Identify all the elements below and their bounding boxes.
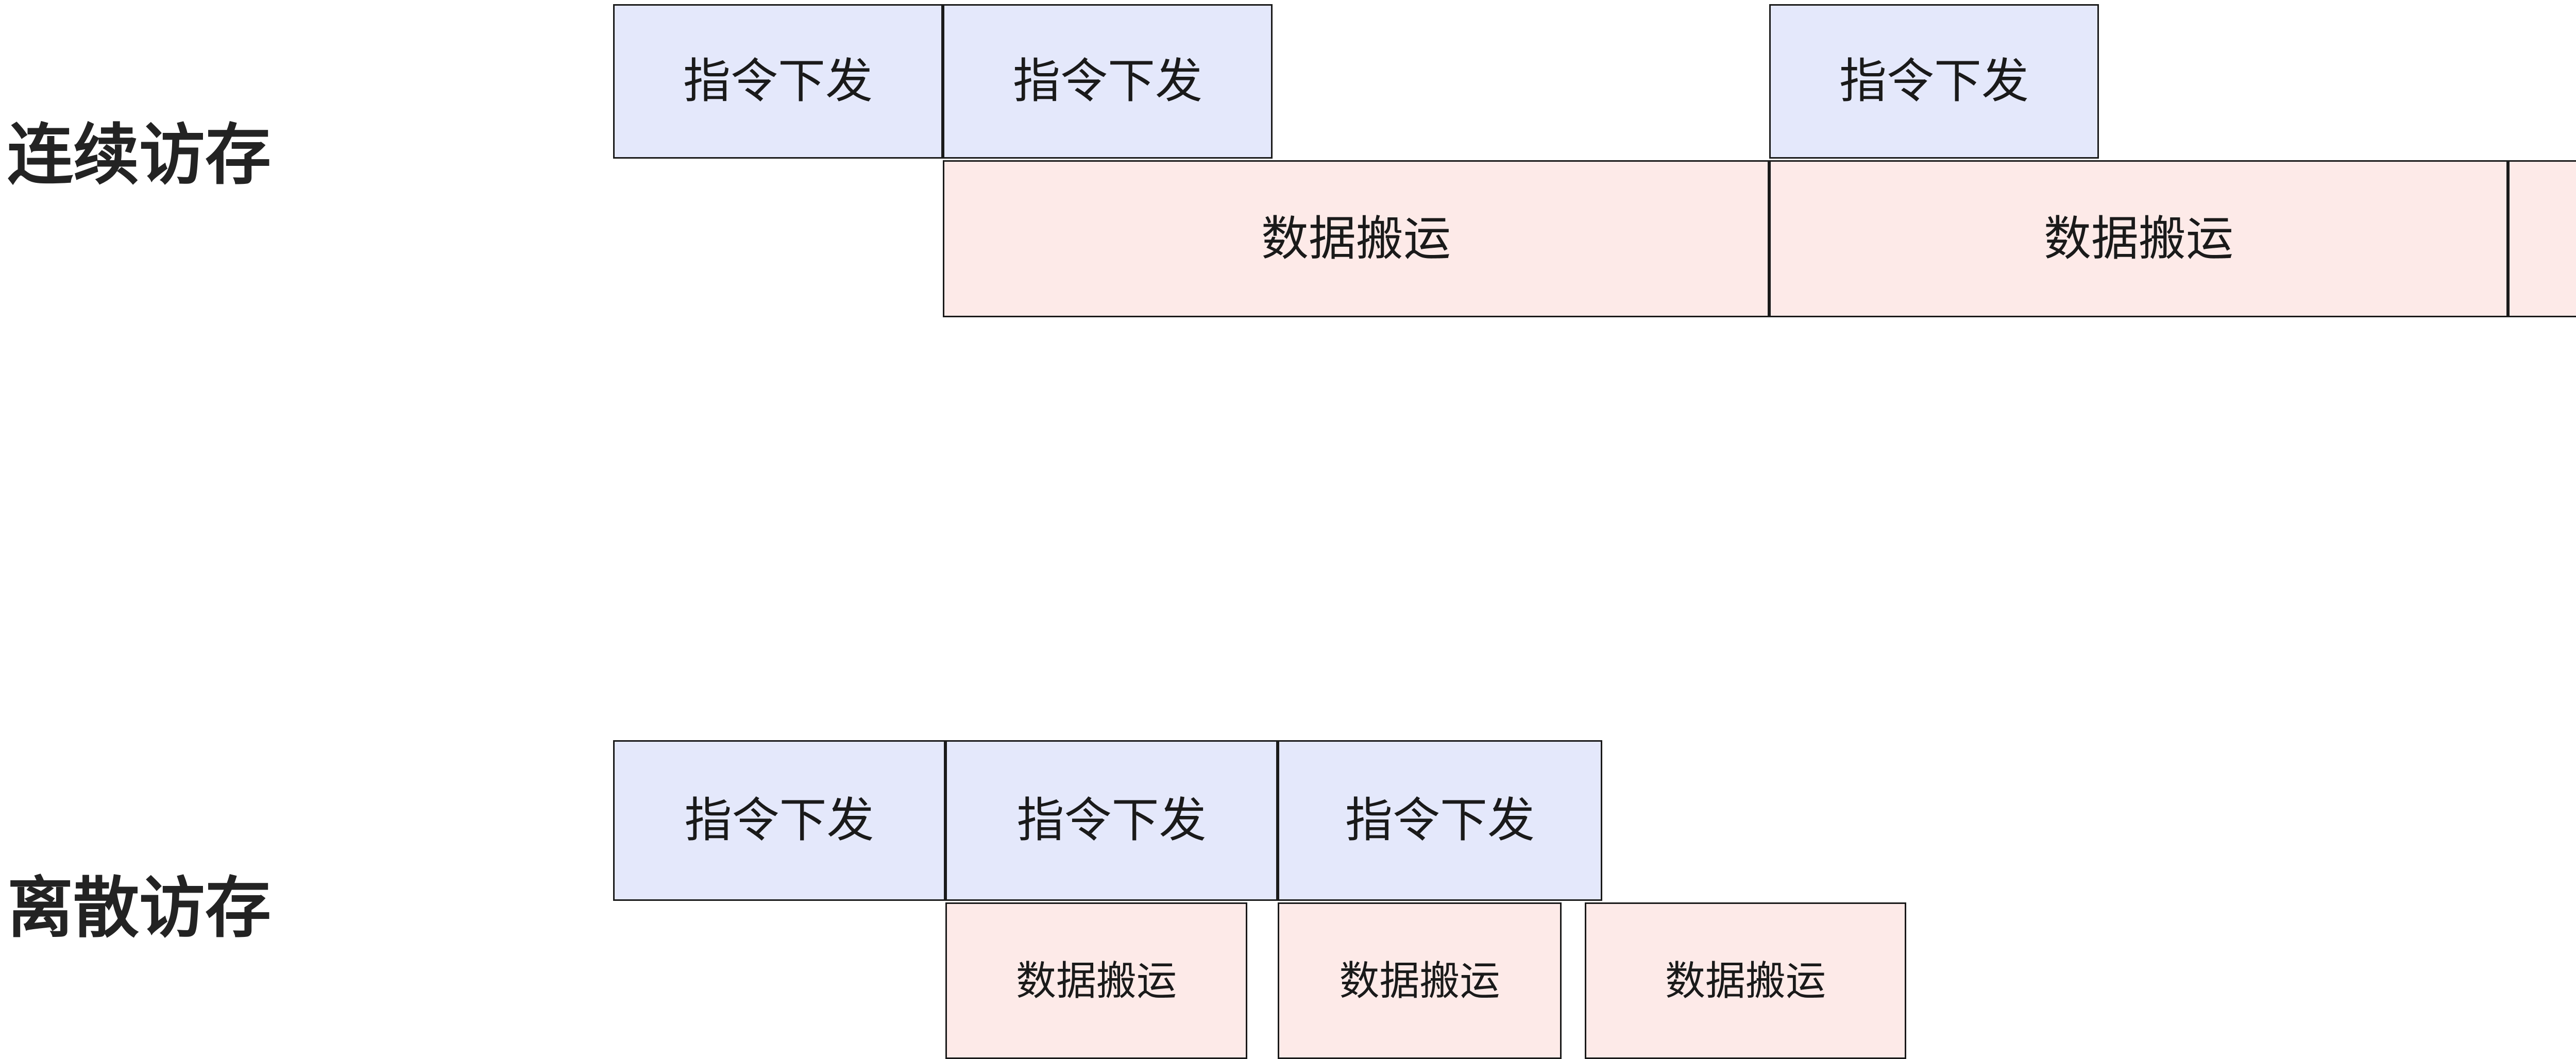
contiguous-command-block-2: 指令下发 xyxy=(943,4,1273,159)
scattered-command-block-3: 指令下发 xyxy=(1278,740,1602,901)
scattered-command-block-1: 指令下发 xyxy=(613,740,945,901)
contiguous-data-move-block-1: 数据搬运 xyxy=(943,160,1769,317)
row-label-contiguous-access: 连续访存 xyxy=(7,118,272,192)
contiguous-command-block-3: 指令下发 xyxy=(1769,4,2099,159)
scattered-data-move-block-3: 数据搬运 xyxy=(1585,902,1906,1059)
scattered-data-move-block-2: 数据搬运 xyxy=(1278,902,1562,1059)
scattered-data-move-block-1: 数据搬运 xyxy=(945,902,1247,1059)
scattered-command-block-2: 指令下发 xyxy=(945,740,1278,901)
contiguous-data-move-block-3: 数据搬运 xyxy=(2508,160,2576,317)
contiguous-data-move-block-2: 数据搬运 xyxy=(1769,160,2508,317)
contiguous-command-block-1: 指令下发 xyxy=(613,4,943,159)
row-label-scattered-access: 离散访存 xyxy=(7,872,272,945)
